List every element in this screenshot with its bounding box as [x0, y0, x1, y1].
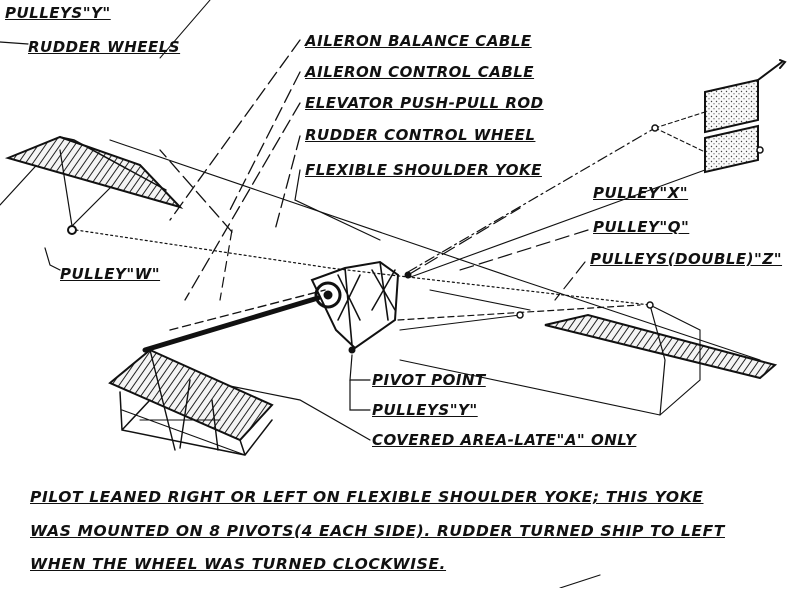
label-aileron-balance-cable: AILERON BALANCE CABLE — [305, 32, 532, 50]
leader-line — [44, 247, 61, 271]
pulley-w-mark — [67, 225, 77, 235]
leader-line — [0, 41, 29, 45]
leader-line — [407, 207, 521, 276]
leader-line — [349, 379, 371, 411]
caption-line-1: PILOT LEANED RIGHT OR LEFT ON FLEXIBLE S… — [30, 488, 704, 506]
label-flexible-shoulder-yoke: FLEXIBLE SHOULDER YOKE — [305, 161, 542, 179]
label-pulley-w: PULLEY"W" — [60, 265, 161, 283]
elevator-tab-lower — [704, 124, 759, 174]
caption-line-3: WHEN THE WHEEL WAS TURNED CLOCKWISE. — [30, 555, 447, 573]
shoulder-yoke-frame — [310, 260, 400, 350]
label-covered-area: COVERED AREA-LATE"A" ONLY — [372, 431, 637, 449]
leader-line — [274, 135, 301, 231]
leader-line — [229, 71, 301, 211]
leader-line — [459, 229, 589, 271]
label-aileron-control-cable: AILERON CONTROL CABLE — [305, 63, 535, 81]
elevator-push-pull-rod — [142, 295, 321, 353]
label-pivot-point: PIVOT POINT — [372, 371, 486, 389]
leader-line — [554, 261, 586, 301]
leader-line — [219, 229, 233, 301]
label-pulley-x: PULLEY"X" — [593, 184, 689, 202]
label-pulleys-y-top: PULLEYS"Y" — [5, 4, 111, 22]
aileron-balance-cable-line — [75, 229, 651, 306]
leader-line — [349, 354, 371, 381]
label-elevator-push-pull-rod: ELEVATOR PUSH-PULL ROD — [305, 94, 544, 112]
label-pulleys-double-z: PULLEYS(DOUBLE)"Z" — [590, 250, 783, 268]
left-aileron-top — [59, 136, 167, 191]
label-pulleys-y: PULLEYS"Y" — [372, 401, 478, 419]
label-rudder-wheels: RUDDER WHEELS — [28, 38, 181, 56]
caption-line-2: WAS MOUNTED ON 8 PIVOTS(4 EACH SIDE). RU… — [30, 522, 725, 540]
label-rudder-control-wheel: RUDDER CONTROL WHEEL — [305, 126, 536, 144]
leader-line — [294, 169, 381, 241]
leader-line — [169, 39, 301, 221]
cockpit-seat-frame — [108, 348, 274, 442]
label-pulley-q: PULLEY"Q" — [593, 218, 690, 236]
rudder-control-wheel-mark — [314, 281, 342, 309]
left-aileron — [4, 135, 184, 209]
leader-line — [184, 102, 301, 301]
elevator-tab-upper — [704, 78, 759, 134]
leader-line — [159, 0, 211, 59]
leader-line — [159, 149, 233, 233]
right-aileron — [544, 313, 778, 380]
